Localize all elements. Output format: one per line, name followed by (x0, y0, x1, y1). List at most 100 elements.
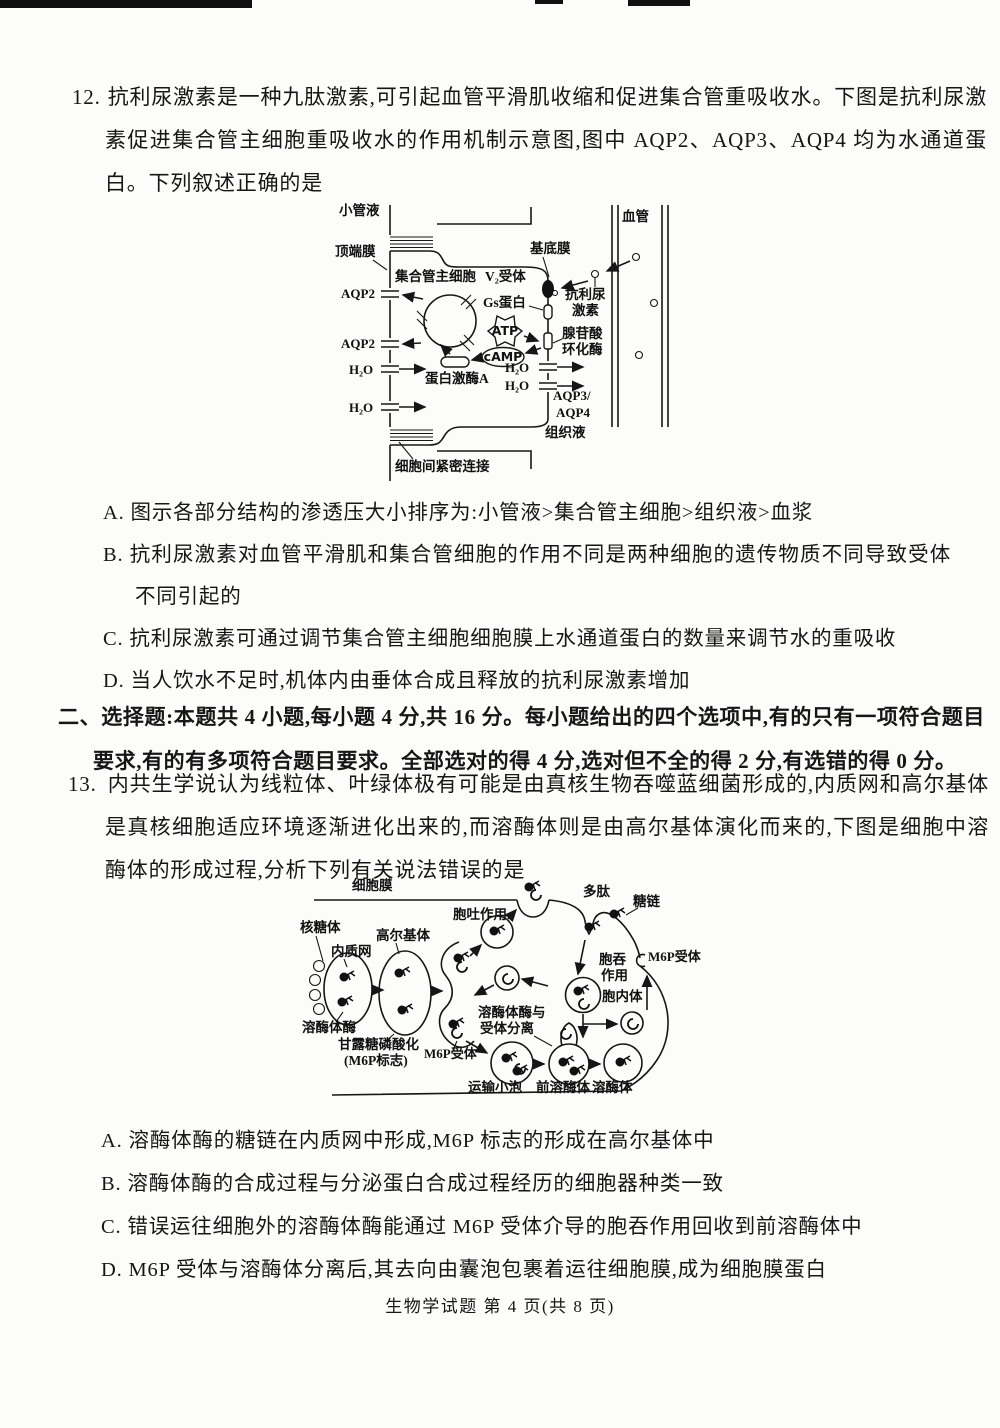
option-text: 图示各部分结构的渗透压大小排序为:小管液>集合管主细胞>组织液>血浆 (130, 502, 814, 524)
ribosome-label: 核糖体 (300, 919, 341, 935)
question-13-text: 内共生学说认为线粒体、叶绿体极有可能是由真核生物吞噬蓝细菌形成的,内质网和高尔基… (105, 772, 989, 882)
diagram1-arrows (399, 260, 631, 413)
adh-molecule (590, 269, 600, 287)
transport-vesicle (490, 1041, 534, 1085)
question-13-options: A.溶酶体酶的糖链在内质网中形成,M6P 标志的形成在高尔基体中 B.溶酶体酶的… (101, 1120, 963, 1292)
cell-label: 集合管主细胞 (394, 268, 476, 284)
glycan-label: 糖链 (633, 893, 661, 909)
cell-membrane-label: 细胞膜 (352, 877, 393, 893)
question-13-number: 13. (68, 772, 97, 796)
diagram-adh-mechanism: ATP cAMP (333, 197, 695, 489)
option-13-c: C.错误运往细胞外的溶酶体酶能通过 M6P 受体介导的胞吞作用回收到前溶酶体中 (101, 1206, 963, 1249)
pka-label: 蛋白激酶A (425, 370, 489, 386)
lysosome-shape (603, 1043, 643, 1083)
gs-protein-label: Gs蛋白 (483, 294, 526, 310)
golgi-label: 高尔基体 (376, 927, 430, 943)
pit-enzyme (583, 920, 601, 933)
option-label: A. (101, 1130, 123, 1152)
option-label: B. (103, 544, 124, 566)
aquaporin-channels (381, 290, 557, 411)
m6p-receptor-bottom-label: M6P受体 (424, 1046, 478, 1061)
polypeptide-glycan (608, 907, 626, 920)
adh-diagram-svg: ATP cAMP (335, 202, 669, 481)
h2o-label-in-2: H₂O (349, 400, 373, 415)
adenylate-cyclase-shape (543, 332, 553, 350)
endoplasmic-reticulum (308, 952, 373, 1026)
cell-membrane-outline (314, 899, 669, 1096)
blood-vessel (611, 205, 669, 427)
adh-label-2: 激素 (572, 302, 600, 318)
option-13-b: B.溶酶体酶的合成过程与分泌蛋白合成过程经历的细胞器种类一致 (101, 1163, 963, 1206)
option-text: 抗利尿激素可通过调节集合管主细胞细胞膜上水通道蛋白的数量来调节水的重吸收 (129, 628, 897, 650)
option-12-c: C.抗利尿激素可通过调节集合管主细胞细胞膜上水通道蛋白的数量来调节水的重吸收 (103, 618, 951, 660)
separation-label-2: 受体分离 (480, 1020, 534, 1036)
question-12-stem: 12.抗利尿激素是一种九肽激素,可引起血管平滑肌收缩和促进集合管重吸收水。下图是… (60, 76, 987, 205)
h2o-label-in-1: H₂O (349, 362, 373, 377)
aqp2-label-1: AQP2 (341, 286, 375, 301)
secretory-vesicle (480, 915, 514, 949)
option-12-b: B.抗利尿激素对血管平滑肌和集合管细胞的作用不同是两种细胞的遗传物质不同导致受体… (103, 534, 951, 618)
m6p-tag-label: (M6P标志) (344, 1052, 408, 1068)
question-12-number: 12. (72, 85, 101, 109)
option-label: D. (103, 670, 125, 692)
option-label: C. (103, 628, 124, 650)
aqp2-vesicle (416, 294, 477, 352)
endocytosis-label-1: 胞吞 (598, 951, 627, 967)
trans-golgi-network (438, 941, 475, 1049)
atp-label: ATP (492, 323, 518, 338)
recycling-vesicle-2 (620, 1011, 644, 1035)
endocytosis-label-2: 作用 (601, 967, 628, 983)
endosome-label: 胞内体 (601, 988, 643, 1004)
option-text: 抗利尿激素对血管平滑肌和集合管细胞的作用不同是两种细胞的遗传物质不同导致受体不同… (129, 544, 951, 608)
tight-junction-hatch-bottom (390, 429, 433, 442)
option-12-d: D.当人饮水不足时,机体内由垂体合成且释放的抗利尿激素增加 (103, 660, 951, 702)
v2-receptor-shape (542, 280, 559, 298)
adenylate-cyclase-label-1: 腺苷酸 (562, 325, 603, 341)
page-footer: 生物学试题 第 4 页(共 8 页) (385, 1297, 615, 1316)
option-label: C. (101, 1216, 122, 1238)
exocytosis-label: 胞吐作用 (452, 906, 507, 922)
option-12-a: A.图示各部分结构的渗透压大小排序为:小管液>集合管主细胞>组织液>血浆 (103, 492, 951, 534)
mannose-phosphorylation-label: 甘露糖磷酸化 (338, 1036, 419, 1052)
endosome-shape (564, 976, 602, 1014)
aqp2-label-2: AQP2 (341, 336, 375, 351)
v2-receptor-label: V₂受体 (485, 268, 526, 284)
polypeptide-label: 多肽 (583, 883, 611, 899)
interstitial-fluid-label: 组织液 (545, 424, 586, 440)
lysosome-label: 溶酶体 (592, 1079, 633, 1095)
pre-lysosome-label: 前溶酶体 (536, 1079, 590, 1095)
aqp4-label: AQP4 (556, 405, 590, 420)
option-label: D. (101, 1259, 123, 1281)
camp-label: cAMP (484, 349, 523, 364)
diagram-lysosome-formation: 细胞膜 胞吐作用 多肽 糖链 核糖体 高尔基体 内质网 M6P受体 胞吞 作用 … (286, 874, 710, 1108)
diagram2-pointers (315, 907, 639, 1051)
option-label: B. (101, 1173, 122, 1195)
lumen-label: 小管液 (339, 202, 380, 218)
question-12-text: 抗利尿激素是一种九肽激素,可引起血管平滑肌收缩和促进集合管重吸收水。下图是抗利尿… (105, 85, 987, 195)
separation-label-1: 溶酶体酶与 (478, 1004, 546, 1020)
section-2-heading: 二、选择题:本题共 4 小题,每小题 4 分,共 16 分。每小题给出的四个选项… (58, 705, 985, 773)
option-text: 溶酶体酶的合成过程与分泌蛋白合成过程经历的细胞器种类一致 (127, 1173, 724, 1195)
option-text: M6P 受体与溶酶体分离后,其去向由囊泡包裹着运往细胞膜,成为细胞膜蛋白 (128, 1259, 827, 1281)
m6p-receptor-right-label: M6P受体 (648, 949, 702, 964)
diagram1-pointers (372, 256, 563, 460)
adh-label-1: 抗利尿 (565, 286, 606, 302)
aqp3-label: AQP3/ (553, 388, 591, 403)
golgi-apparatus (378, 950, 432, 1036)
scan-smudge-mid (535, 0, 563, 4)
protein-kinase-a-shape (440, 356, 470, 368)
vessel-label: 血管 (622, 208, 649, 224)
option-13-d: D.M6P 受体与溶酶体分离后,其去向由囊泡包裹着运往细胞膜,成为细胞膜蛋白 (101, 1249, 963, 1292)
gs-protein-shape (543, 304, 553, 320)
tight-junction-label: 细胞间紧密连接 (395, 458, 490, 474)
option-text: 当人饮水不足时,机体内由垂体合成且释放的抗利尿激素增加 (130, 670, 691, 692)
option-13-a: A.溶酶体酶的糖链在内质网中形成,M6P 标志的形成在高尔基体中 (101, 1120, 963, 1163)
scan-smudge-left (0, 0, 252, 8)
camp-shape: cAMP (481, 346, 525, 368)
adenylate-cyclase-label-2: 环化酶 (562, 341, 603, 357)
atp-star: ATP (486, 314, 524, 348)
question-13-stem: 13. 内共生学说认为线粒体、叶绿体极有可能是由真核生物吞噬蓝细菌形成的,内质网和… (60, 763, 989, 892)
lysosome-diagram-svg: 细胞膜 胞吐作用 多肽 糖链 核糖体 高尔基体 内质网 M6P受体 胞吞 作用 … (300, 877, 702, 1096)
exocytosed-enzyme (523, 880, 542, 901)
